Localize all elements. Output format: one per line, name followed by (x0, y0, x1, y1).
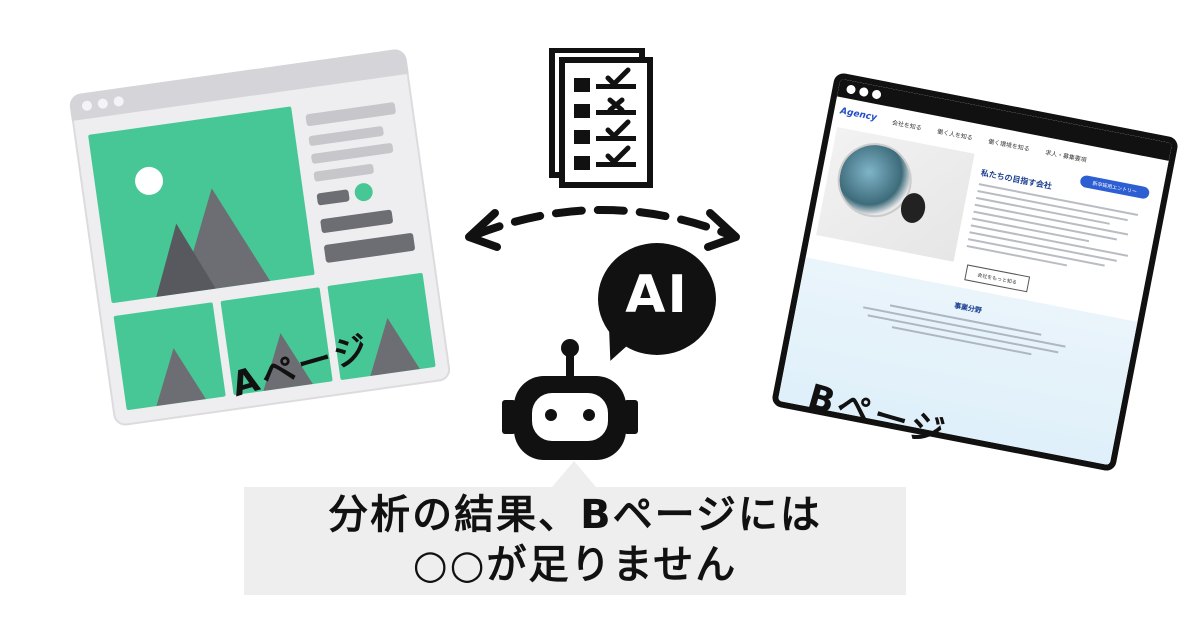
page-b-more-button: 会社をもっと知る (964, 264, 1031, 293)
image-placeholder-icon (113, 302, 226, 411)
page-b-section: 事業分野 (777, 257, 1138, 466)
robot-icon (502, 339, 638, 460)
page-b-hero-image (816, 127, 975, 262)
image-placeholder-icon (88, 106, 315, 304)
ai-label: AI (625, 265, 689, 325)
result-line-2: ○○が足りません (412, 542, 738, 588)
page-b-nav-item: 求人・募集要項 (1044, 148, 1088, 164)
page-b-nav-item: 会社を知る (891, 119, 923, 132)
double-arrow-icon (465, 206, 740, 251)
result-box-pointer (552, 461, 596, 487)
result-line-1: 分析の結果、Bページには (328, 492, 822, 538)
page-b-logo: Agency (839, 106, 878, 124)
result-box (244, 487, 906, 595)
checklist-icon (549, 48, 653, 188)
page-b-nav-item: 働く環境を知る (987, 137, 1031, 153)
speech-bubble-icon: AI (597, 243, 720, 368)
result-text: 分析の結果、Bページには ○○が足りません (244, 490, 906, 590)
page-b-nav-item: 働く人を知る (936, 127, 974, 142)
